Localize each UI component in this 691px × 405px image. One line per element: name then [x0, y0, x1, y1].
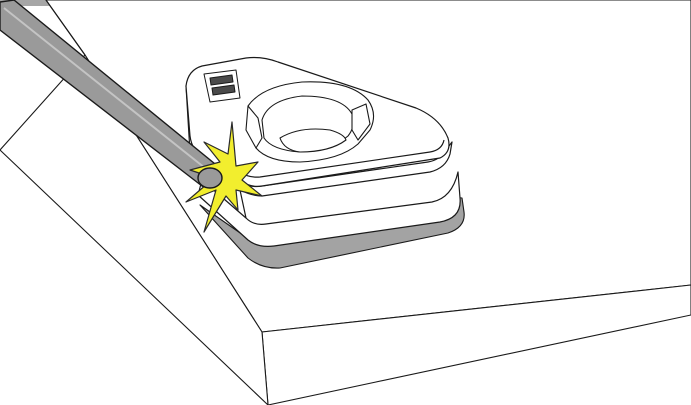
dock-cradle [245, 81, 375, 163]
usb-port-slot-1 [209, 74, 234, 86]
usb-port-icon [203, 69, 241, 103]
probe-rod-tip [197, 167, 223, 189]
probe-rod-highlight [3, 7, 211, 173]
usb-port-slot-2 [211, 84, 236, 96]
dock-plinth [197, 171, 461, 247]
spark-burst-icon [185, 121, 263, 233]
dock-shadow-base [199, 195, 465, 269]
cradle-right-notch [351, 103, 371, 141]
table-top-back-edge [45, 0, 86, 56]
cradle-left-notch [245, 105, 263, 149]
table-side-face [0, 54, 269, 405]
cradle-floor [279, 128, 347, 153]
dock-face-edge [239, 189, 247, 219]
